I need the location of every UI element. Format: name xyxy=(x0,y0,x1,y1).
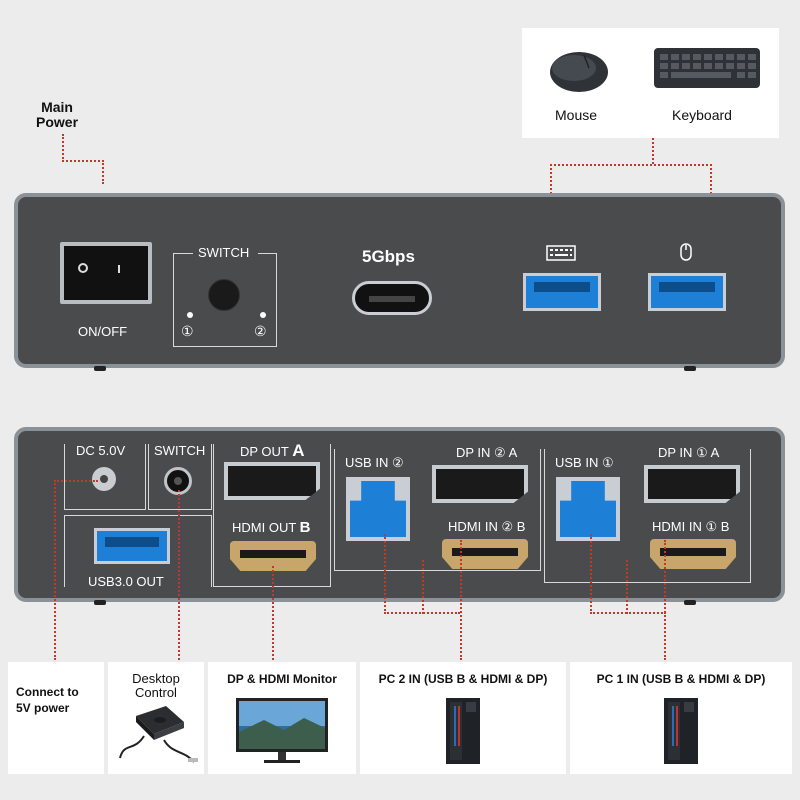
power-card-label: Connect to 5V power xyxy=(16,685,79,715)
pc2-tower-icon xyxy=(446,698,480,764)
usb-a-keyboard-port[interactable] xyxy=(523,273,601,311)
keyboard-label: Keyboard xyxy=(672,107,732,123)
hdmi-in-1-port[interactable] xyxy=(650,539,736,569)
pc1-tower-icon xyxy=(664,698,698,764)
dp-out-port[interactable] xyxy=(224,462,320,500)
pc1-leader xyxy=(590,534,592,614)
pc2-frame xyxy=(334,449,541,571)
hdmi-in-1-label: HDMI IN ① B xyxy=(652,519,730,534)
usb-a-mouse-port[interactable] xyxy=(648,273,726,311)
rear-switch-label: SWITCH xyxy=(154,443,206,458)
usb-b-in-1-port[interactable] xyxy=(556,477,620,541)
peripheral-leader-v xyxy=(652,138,654,164)
usb3-out-port[interactable] xyxy=(94,528,170,564)
dc-label: DC 5.0V xyxy=(76,443,126,458)
hdmi-in-2-port[interactable] xyxy=(442,539,528,569)
usb-b-in-2-port[interactable] xyxy=(346,477,410,541)
desktop-control-icon xyxy=(119,706,198,763)
power-rocker-switch[interactable] xyxy=(60,242,152,304)
power-card: Connect to 5V power xyxy=(8,662,104,774)
usb-c-port[interactable] xyxy=(352,281,432,315)
main-power-leader-v xyxy=(102,160,104,184)
dp-in-2-label: DP IN ② A xyxy=(456,445,518,460)
rear-panel: DC 5.0V SWITCH USB3.0 OUT DP OUT A HDMI … xyxy=(14,427,785,602)
hdmi-in-2-label: HDMI IN ② B xyxy=(448,519,526,534)
hdmi-out-label: HDMI OUT B xyxy=(232,519,311,536)
desktop-control-card: Desktop Control xyxy=(108,662,204,774)
front-panel: ON/OFF SWITCH ① ② 5Gbps xyxy=(14,193,785,368)
usb-c-speed-label: 5Gbps xyxy=(362,247,415,266)
switch-label: SWITCH xyxy=(198,245,250,260)
mouse-glyph-icon xyxy=(680,243,692,261)
usb-in-1-label: USB IN ① xyxy=(555,455,614,470)
desktop-leader xyxy=(178,490,180,660)
keyboard-glyph-icon xyxy=(546,245,576,261)
switch-jack-frame xyxy=(148,444,212,510)
dp-in-1-label: DP IN ① A xyxy=(658,445,720,460)
monitor-card: DP & HDMI Monitor xyxy=(208,662,356,774)
switch-2-label: ② xyxy=(254,323,267,339)
mouse-icon xyxy=(550,52,608,92)
power-leader xyxy=(54,480,98,482)
usb3-out-frame xyxy=(64,515,212,587)
switch-button[interactable] xyxy=(208,279,240,311)
pc2-card-label: PC 2 IN (USB B & HDMI & DP) xyxy=(378,672,548,686)
on-off-label: ON/OFF xyxy=(78,324,128,339)
switch-frame xyxy=(173,253,277,347)
pc1-card: PC 1 IN (USB B & HDMI & DP) xyxy=(570,662,792,774)
switch-led-2 xyxy=(260,312,266,318)
keyboard-icon xyxy=(654,48,760,88)
main-power-leader-h xyxy=(62,160,104,162)
pc2-card: PC 2 IN (USB B & HDMI & DP) xyxy=(360,662,566,774)
desktop-control-label: Desktop Control xyxy=(132,671,180,700)
dp-in-2-port[interactable] xyxy=(432,465,528,503)
main-power-label: Main Power xyxy=(36,99,79,130)
dc-frame xyxy=(64,444,146,510)
monitor-card-label: DP & HDMI Monitor xyxy=(227,672,337,686)
monitor-icon xyxy=(236,698,328,763)
main-power-leader xyxy=(62,134,104,162)
monitor-leader xyxy=(272,566,274,660)
switch-led-1 xyxy=(187,312,193,318)
peripheral-leader-h xyxy=(550,164,712,166)
usb3-out-label: USB3.0 OUT xyxy=(88,574,164,589)
pc2-leader xyxy=(384,534,386,614)
pc1-card-label: PC 1 IN (USB B & HDMI & DP) xyxy=(596,672,766,686)
switch-1-label: ① xyxy=(181,323,194,339)
dp-in-1-port[interactable] xyxy=(644,465,740,503)
peripheral-card: Mouse Keyboard xyxy=(522,28,779,138)
mouse-label: Mouse xyxy=(555,107,598,123)
dp-out-label: DP OUT A xyxy=(240,441,305,460)
pc1-frame xyxy=(544,449,751,583)
dc-jack[interactable] xyxy=(92,467,116,491)
usb-in-2-label: USB IN ② xyxy=(345,455,404,470)
